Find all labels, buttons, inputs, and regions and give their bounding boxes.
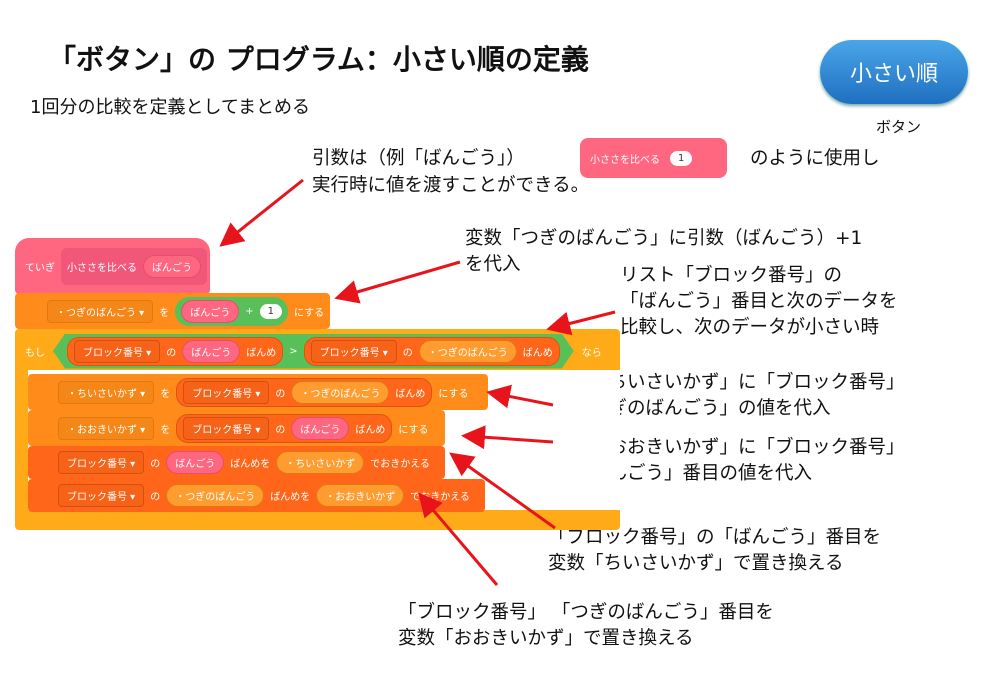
annotation-line: 「ばんごう」番目と次のデータを [620,291,898,312]
define-keyword: ていぎ [25,262,55,274]
example-call-block: 小ささを比べる 1 [580,138,727,178]
block-text: を [159,307,170,319]
param-reporter[interactable]: ばんごう [291,416,350,440]
arrow-4 [486,384,554,409]
variable-dropdown[interactable]: ・つぎのばんごう ▾ [47,299,154,323]
block-text: ばんめ [522,347,553,359]
if-header: もし ブロック番号 ▾のばんごうばんめ > ブロック番号 ▾の・つぎのばんごうば… [15,332,620,370]
procedure-name: 小ささを比べる [67,262,137,274]
call-block-label: 小ささを比べる [590,154,660,166]
annotation-line: 「ブロック番号」 「つぎのばんごう」番目を [398,602,774,623]
block-text: を [160,424,171,436]
if-keyword: もし [25,347,45,359]
add-operator: ばんごう + 1 [175,296,288,326]
arrow-3 [546,310,616,336]
block-text: の [150,459,161,470]
list-dropdown[interactable]: ブロック番号 ▾ [183,416,270,440]
block-text: の [166,347,177,359]
param-reporter[interactable]: ばんごう [143,254,201,278]
list-dropdown[interactable]: ブロック番号 ▾ [74,340,160,363]
annotation-line: 変数「つぎのばんごう」に引数（ばんごう）+1 [465,228,863,249]
define-hat-block[interactable]: ていぎ 小ささを比べる ばんごう [15,238,210,294]
list-dropdown[interactable]: ブロック番号 ▾ [58,451,145,474]
annotation-line: 変数「おおきいかず」で置き換える [398,628,694,649]
block-text: ばんめ [246,347,277,359]
call-block-arg: 1 [670,150,693,166]
param-reporter[interactable]: ばんごう [181,299,240,323]
annotation-1-line1b: のように使用し [750,148,880,169]
define-prototype: 小ささを比べる ばんごう [61,247,207,285]
annotation-line: を代入 [465,254,521,275]
block-text: にする [438,388,469,400]
block-text: ばんめ [395,388,426,400]
list-dropdown[interactable]: ブロック番号 ▾ [311,340,397,363]
greater-than-operator: ブロック番号 ▾のばんごうばんめ > ブロック番号 ▾の・つぎのばんごうばんめ [53,334,574,369]
subtitle: 1回分の比較を定義としてまとめる [30,97,311,118]
annotation-line: 「ブロック番号」の「ばんごう」番目を [548,527,882,548]
list-item-reporter: ブロック番号 ▾ の・つぎのばんごうばんめ [176,377,433,407]
annotation-4: 変数「ちいさいかず」に「ブロック番号」の「つぎのばんごう」の値を代入 [553,370,905,422]
block-text: でおきかえる [370,459,430,470]
block-text: にする [293,307,325,319]
annotation-line: 比較し、次のデータが小さい時 [620,317,880,338]
list-item-reporter: ブロック番号 ▾ の・つぎのばんごうばんめ [304,337,560,366]
arrow-7 [418,492,499,586]
variable-dropdown[interactable]: ・ちいさいかず ▾ [58,380,155,404]
param-reporter[interactable]: ばんごう [166,451,225,474]
annotation-line: リスト「ブロック番号」の [620,265,843,286]
annotation-6: 「ブロック番号」の「ばんごう」番目を変数「ちいさいかず」で置き換える [548,525,881,577]
list-item-reporter: ブロック番号 ▾ のばんごうばんめ [176,413,393,443]
replace-item-block-1[interactable]: ブロック番号 ▾ の ばんごうばんめを ・ちいさいかずでおきかえる [28,446,445,479]
set-small-number-block[interactable]: ・ちいさいかず ▾ を ブロック番号 ▾ の・つぎのばんごうばんめ にする [28,374,488,410]
set-large-number-block[interactable]: ・おおきいかず ▾ を ブロック番号 ▾ のばんごうばんめ にする [28,410,445,446]
block-text: にする [398,424,429,436]
annotation-line: 変数「おおきいかず」に「ブロック番号」 [553,437,905,458]
block-text: ばんめ [355,424,386,436]
gt-sign: > [289,345,298,357]
page-title: 「ボタン」の プログラム：小さい順の定義 [48,43,589,76]
annotation-line: 変数「ちいさいかず」で置き換える [548,553,844,574]
sort-ascending-button[interactable]: 小さい順 [820,40,968,104]
list-dropdown[interactable]: ブロック番号 ▾ [183,380,270,404]
list-item-reporter: ブロック番号 ▾ のばんごうばんめ [67,337,283,366]
block-text: の [275,424,286,436]
annotation-3: リスト「ブロック番号」の「ばんごう」番目と次のデータを比較し、次のデータが小さい… [620,263,898,341]
list-dropdown[interactable]: ブロック番号 ▾ [58,484,145,507]
arrow-1 [219,178,304,247]
block-text: の [150,492,161,503]
block-text: の [402,347,413,359]
number-input[interactable]: 1 [259,303,282,319]
variable-reporter[interactable]: ・つぎのばんごう [166,484,265,507]
block-text: ばんめを [270,492,311,503]
block-text: ばんめを [230,459,271,470]
button-caption: ボタン [876,118,922,136]
set-next-number-block[interactable]: ・つぎのばんごう ▾ を ばんごう + 1 にする [15,293,330,329]
plus-sign: + [245,305,254,317]
annotation-1-line1: 引数は（例「ばんごう」） [312,148,525,169]
arrow-2 [334,260,461,304]
annotation-line: の「つぎのばんごう」の値を代入 [553,398,831,419]
then-keyword: なら [581,347,602,359]
param-reporter[interactable]: ばんごう [182,340,240,363]
variable-reporter[interactable]: ・つぎのばんごう [291,380,390,404]
variable-reporter[interactable]: ・つぎのばんごう [419,340,517,363]
annotation-line: 変数「ちいさいかず」に「ブロック番号」 [553,372,905,393]
variable-reporter[interactable]: ・おおきいかず [316,484,405,507]
block-text: の [275,388,286,400]
arrow-5 [461,425,554,450]
variable-reporter[interactable]: ・ちいさいかず [276,451,365,474]
annotation-7: 「ブロック番号」 「つぎのばんごう」番目を変数「おおきいかず」で置き換える [398,600,774,652]
block-text: を [160,388,171,400]
annotation-1-line2: 実行時に値を渡すことができる。 [312,175,590,196]
arrow-6 [449,452,556,530]
annotation-2: 変数「つぎのばんごう」に引数（ばんごう）+1 を代入 [465,226,862,278]
variable-dropdown[interactable]: ・おおきいかず ▾ [58,416,155,440]
